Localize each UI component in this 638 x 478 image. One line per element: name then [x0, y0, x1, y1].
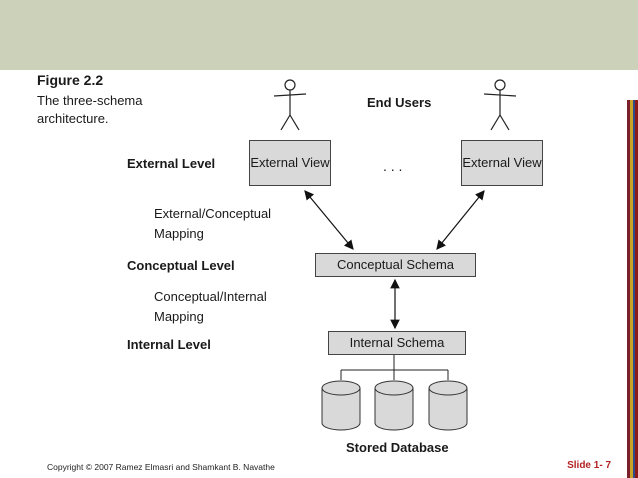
stripe-4: [635, 100, 638, 478]
side-stripes: [627, 100, 638, 478]
stored-database-label: Stored Database: [346, 440, 449, 455]
slide-number: Slide 1- 7: [567, 460, 611, 471]
disk-connector: [340, 355, 449, 380]
stripe-2: [629, 100, 633, 478]
external-level-label: External Level: [127, 156, 216, 171]
ellipsis: . . .: [383, 158, 403, 174]
header-band: [0, 0, 638, 70]
stripe-3: [632, 100, 636, 478]
database-cylinder-1: [321, 380, 361, 431]
end-users-label: End Users: [367, 95, 432, 110]
internal-level-label: Internal Level: [127, 337, 211, 352]
copyright-footer: Copyright © 2007 Ramez Elmasri and Shamk…: [47, 462, 275, 472]
database-cylinder-3: [428, 380, 468, 431]
arrow-left-view-conceptual: [304, 190, 354, 250]
end-user-figure-left: [273, 79, 307, 131]
external-conceptual-mapping-label: External/Conceptual Mapping: [154, 206, 272, 241]
figure-caption: The three-schema architecture.: [37, 93, 143, 126]
external-view-box-left: External View: [249, 140, 331, 186]
conceptual-level-label: Conceptual Level: [127, 258, 235, 273]
conceptual-schema-box: Conceptual Schema: [315, 253, 476, 277]
arrow-right-view-conceptual: [436, 190, 485, 250]
stripe-1: [627, 100, 630, 478]
database-cylinder-2: [374, 380, 414, 431]
external-view-box-right: External View: [461, 140, 543, 186]
conceptual-internal-mapping-label: Conceptual/Internal Mapping: [154, 289, 267, 324]
internal-schema-box: Internal Schema: [328, 331, 466, 355]
end-user-figure-right: [483, 79, 517, 131]
figure-number: Figure 2.2: [37, 72, 104, 88]
